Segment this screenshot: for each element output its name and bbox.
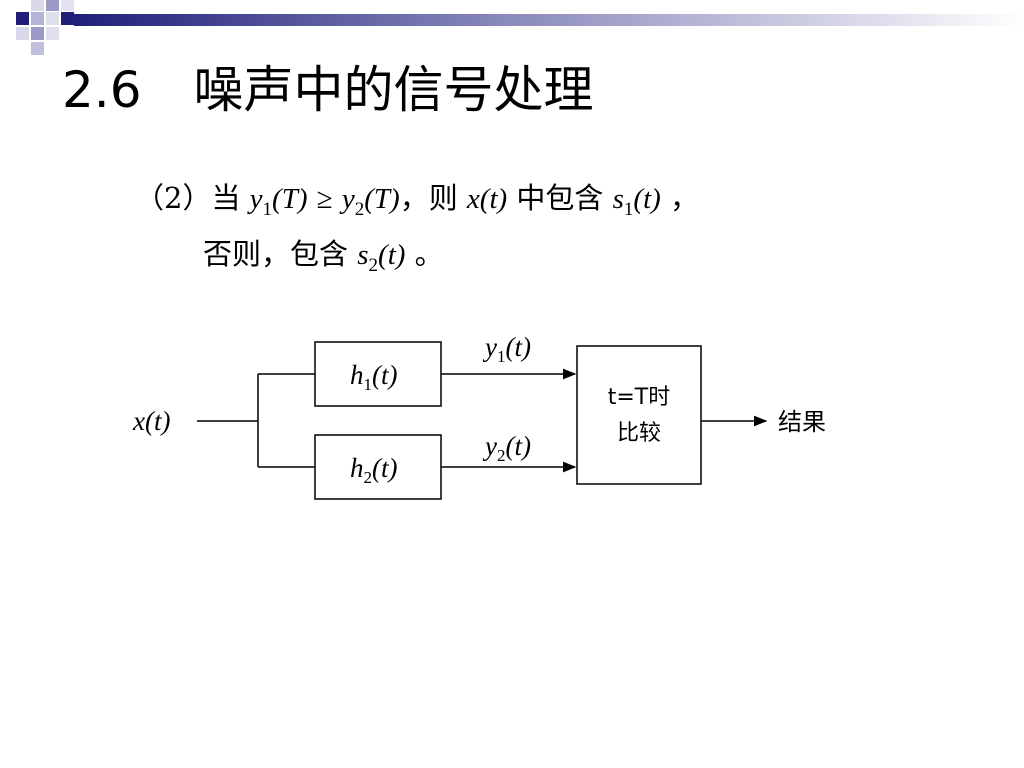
y1-out-subscript: 1 — [497, 347, 506, 366]
s1-argument: (t) — [633, 183, 661, 215]
deco-square-light-1 — [31, 0, 44, 11]
output-y1-label: y1(t) — [482, 332, 531, 366]
ge-symbol: ≥ — [316, 183, 333, 215]
s1-symbol: s — [612, 183, 624, 215]
rule-period: 。 — [414, 237, 444, 271]
comparator-box — [576, 345, 702, 485]
rule-line-1: （2）当 y1(T) ≥ y2(T)，则 x(t) 中包含 s1(t) ， — [135, 178, 699, 230]
y1-out-argument: (t) — [505, 332, 530, 362]
deco-square-navy-1 — [16, 12, 29, 25]
filter-h1-box — [314, 341, 442, 407]
y2-symbol: y — [341, 183, 355, 215]
header-decoration — [16, 0, 1024, 55]
rule-otherwise: 否则，包含 — [203, 237, 349, 271]
filter-h2-box — [314, 434, 442, 500]
deco-square-light-5 — [16, 27, 29, 40]
deco-square-light-2 — [31, 12, 44, 25]
x-argument: (t) — [479, 183, 508, 215]
rule-comma: ， — [670, 181, 700, 215]
y2-out-subscript: 2 — [497, 446, 506, 465]
input-label: x(t) — [132, 406, 170, 436]
deco-square-mid-2 — [31, 27, 44, 40]
filter-h1-label: h1(t) — [350, 360, 397, 394]
x-symbol: x — [466, 183, 480, 215]
s2-argument: (t) — [378, 239, 406, 271]
h2-argument: (t) — [372, 453, 397, 483]
deco-square-light-4 — [46, 12, 59, 25]
comparator-line-2: 比较 — [617, 421, 661, 446]
h2-symbol: h — [350, 453, 364, 483]
section-title: 噪声中的信号处理 — [193, 61, 594, 119]
result-label: 结果 — [778, 408, 826, 436]
deco-square-mid-1 — [46, 0, 59, 11]
comparator-line-1: t=T时 — [608, 385, 671, 410]
h1-symbol: h — [350, 360, 364, 390]
input-argument: (t) — [145, 406, 170, 436]
h1-subscript: 1 — [364, 375, 373, 394]
header-gradient-band — [74, 14, 1024, 26]
rule-prefix: （2）当 — [135, 181, 241, 215]
y2-argument: (T) — [364, 183, 400, 215]
s1-subscript: 1 — [623, 199, 634, 220]
h2-subscript: 2 — [364, 468, 373, 487]
y2-out-argument: (t) — [505, 431, 530, 461]
s2-symbol: s — [357, 239, 369, 271]
deco-square-light-6 — [46, 27, 59, 40]
slide-title: 2.6 噪声中的信号处理 — [62, 60, 594, 120]
section-number: 2.6 — [62, 61, 142, 119]
deco-square-light-7 — [31, 42, 44, 55]
deco-square-navy-2 — [61, 12, 74, 25]
h1-argument: (t) — [372, 360, 397, 390]
s2-subscript: 2 — [368, 255, 379, 276]
y1-argument: (T) — [272, 183, 308, 215]
rule-contains: 中包含 — [516, 181, 604, 215]
filter-h2-label: h2(t) — [350, 453, 397, 487]
rule-then: ，则 — [399, 181, 458, 215]
output-y2-label: y2(t) — [482, 431, 531, 465]
y2-subscript: 2 — [354, 199, 365, 220]
y1-out-symbol: y — [482, 332, 497, 362]
y1-subscript: 1 — [262, 199, 273, 220]
rule-line-2: 否则，包含 s2(t) 。 — [203, 234, 444, 286]
y1-symbol: y — [249, 183, 263, 215]
input-symbol: x — [132, 406, 145, 436]
deco-square-light-3 — [61, 0, 74, 11]
y2-out-symbol: y — [482, 431, 497, 461]
